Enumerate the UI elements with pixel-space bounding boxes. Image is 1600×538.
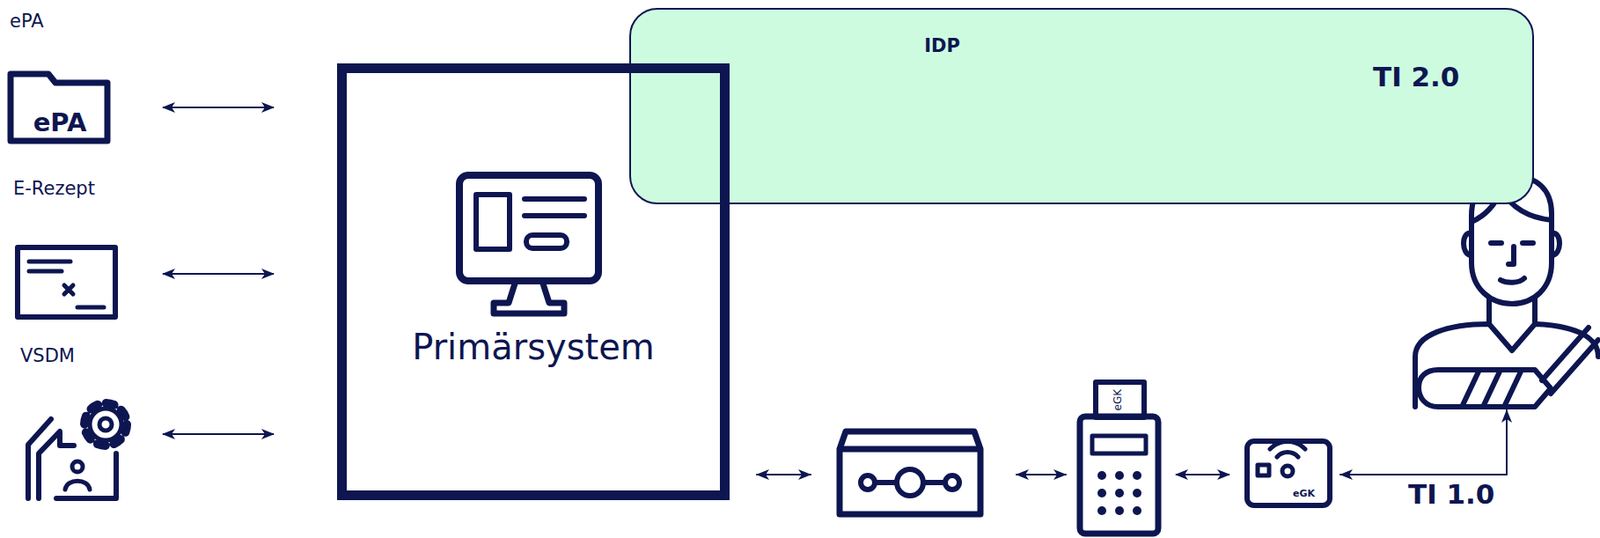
patient-figure — [1415, 176, 1599, 407]
keypad-dot — [1097, 470, 1107, 480]
node-text: E-Rezept — [13, 177, 96, 200]
egk-card: eGK — [1244, 438, 1332, 507]
keypad-dot — [1097, 506, 1107, 515]
primaersystem-box: Primärsystem — [337, 63, 730, 500]
egk-card-icon — [1247, 440, 1330, 506]
prescription-icon — [17, 247, 116, 317]
keypad-dot — [1115, 488, 1124, 498]
card-terminal: eGK — [1076, 380, 1161, 537]
node-text: ePA — [9, 10, 45, 33]
node-text: IDP — [906, 35, 978, 58]
node-text: Primärsystem — [346, 325, 720, 368]
epa-node: ePA ePA — [7, 10, 112, 145]
keypad-dot — [1115, 506, 1124, 515]
keypad-dot — [1115, 470, 1124, 480]
connector-arrow — [162, 106, 274, 109]
vsdm-node: VSDM — [17, 344, 137, 502]
monitor-icon — [459, 175, 599, 314]
node-text: eGK — [1292, 487, 1315, 500]
ti2-band: TI 2.0 IDP — [629, 7, 1534, 205]
keypad-dot — [1097, 488, 1107, 498]
keypad-dot — [1132, 506, 1142, 515]
keypad-dot — [1132, 470, 1142, 480]
keypad-dot — [1132, 488, 1142, 498]
vsdm-icon — [28, 403, 127, 499]
card-terminal-icon — [1079, 381, 1159, 534]
node-text: eGK — [1111, 388, 1124, 412]
connector-icon — [839, 431, 981, 514]
node-text: VSDM — [20, 344, 75, 367]
node-text: TI 2.0 — [1372, 60, 1460, 94]
erezept-node: E-Rezept — [10, 177, 121, 321]
section-label: TI 1.0 — [1408, 477, 1495, 511]
connector-arrow — [162, 272, 274, 275]
connector-arrow — [162, 433, 274, 435]
node-text: ePA — [7, 107, 112, 139]
connector-arrow — [1175, 473, 1230, 476]
idp-server: IDP — [906, 35, 978, 194]
